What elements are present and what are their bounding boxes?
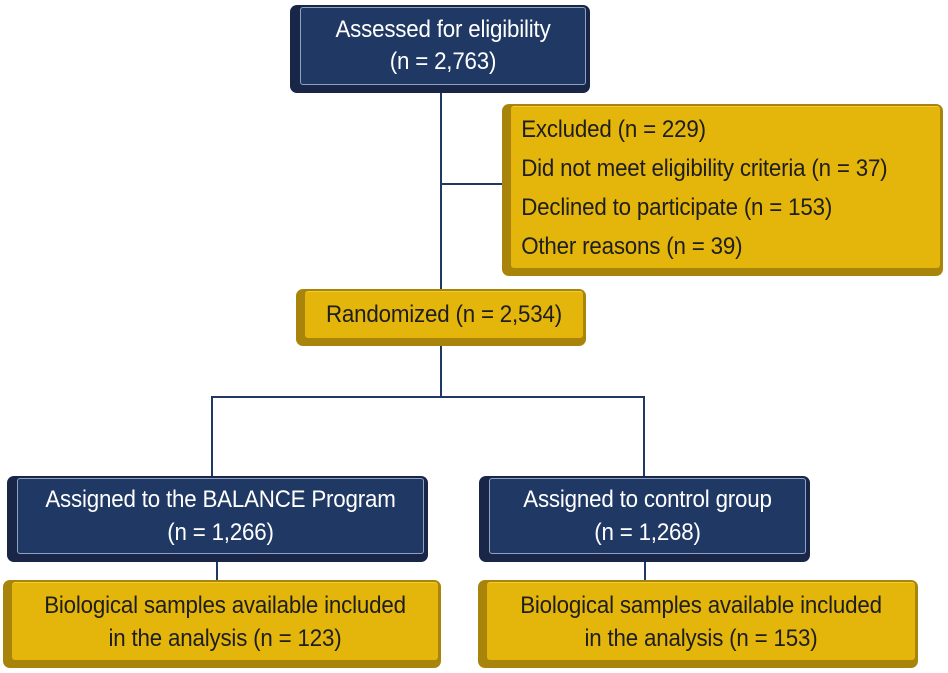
assigned-balance-line-2: (n = 1,266) bbox=[167, 519, 274, 546]
box-excluded: Excluded (n = 229) Did not meet eligibil… bbox=[502, 104, 943, 276]
box-analysis-balance-face: Biological samples available included in… bbox=[12, 582, 438, 660]
randomized-line-1: Randomized (n = 2,534) bbox=[325, 301, 562, 328]
analysis-balance-line-1: Biological samples available included bbox=[44, 591, 406, 619]
connector-balance-to-analysis bbox=[216, 556, 218, 583]
analysis-control-line-2: in the analysis (n = 153) bbox=[584, 624, 818, 652]
box-randomized-face: Randomized (n = 2,534) bbox=[305, 291, 583, 338]
excluded-line-2: Did not meet eligibility criteria (n = 3… bbox=[521, 154, 888, 182]
box-randomized: Randomized (n = 2,534) bbox=[296, 289, 586, 346]
box-assessed-for-eligibility: Assessed for eligibility (n = 2,763) bbox=[290, 5, 590, 93]
box-assessed-face: Assessed for eligibility (n = 2,763) bbox=[300, 7, 586, 85]
excluded-line-3: Declined to participate (n = 153) bbox=[521, 193, 833, 221]
box-assigned-balance-face: Assigned to the BALANCE Program (n = 1,2… bbox=[17, 478, 424, 554]
assigned-balance-line-1: Assigned to the BALANCE Program bbox=[45, 486, 396, 513]
connector-randomized-down bbox=[440, 345, 442, 398]
assessed-line-1: Assessed for eligibility bbox=[335, 16, 551, 43]
connector-to-excluded bbox=[441, 183, 504, 185]
box-assigned-balance: Assigned to the BALANCE Program (n = 1,2… bbox=[7, 476, 428, 562]
assessed-line-2: (n = 2,763) bbox=[389, 48, 497, 75]
assigned-control-line-2: (n = 1,268) bbox=[594, 519, 701, 546]
assigned-control-line-1: Assigned to control group bbox=[523, 486, 772, 513]
box-assigned-control: Assigned to control group (n = 1,268) bbox=[479, 476, 810, 562]
box-assigned-control-face: Assigned to control group (n = 1,268) bbox=[489, 478, 806, 554]
connector-split-left-down bbox=[211, 396, 213, 478]
box-analysis-balance: Biological samples available included in… bbox=[3, 580, 441, 668]
connector-control-to-analysis bbox=[644, 556, 646, 583]
analysis-control-line-1: Biological samples available included bbox=[520, 591, 882, 619]
excluded-line-4: Other reasons (n = 39) bbox=[521, 232, 743, 260]
analysis-balance-line-2: in the analysis (n = 123) bbox=[108, 624, 342, 652]
box-analysis-control: Biological samples available included in… bbox=[478, 580, 918, 668]
connector-split-right-down bbox=[643, 396, 645, 478]
box-excluded-face: Excluded (n = 229) Did not meet eligibil… bbox=[511, 106, 940, 268]
connector-split-horizontal bbox=[211, 396, 645, 398]
excluded-line-1: Excluded (n = 229) bbox=[521, 115, 706, 143]
connector-assessed-to-randomized bbox=[440, 92, 442, 291]
box-analysis-control-face: Biological samples available included in… bbox=[487, 582, 915, 660]
